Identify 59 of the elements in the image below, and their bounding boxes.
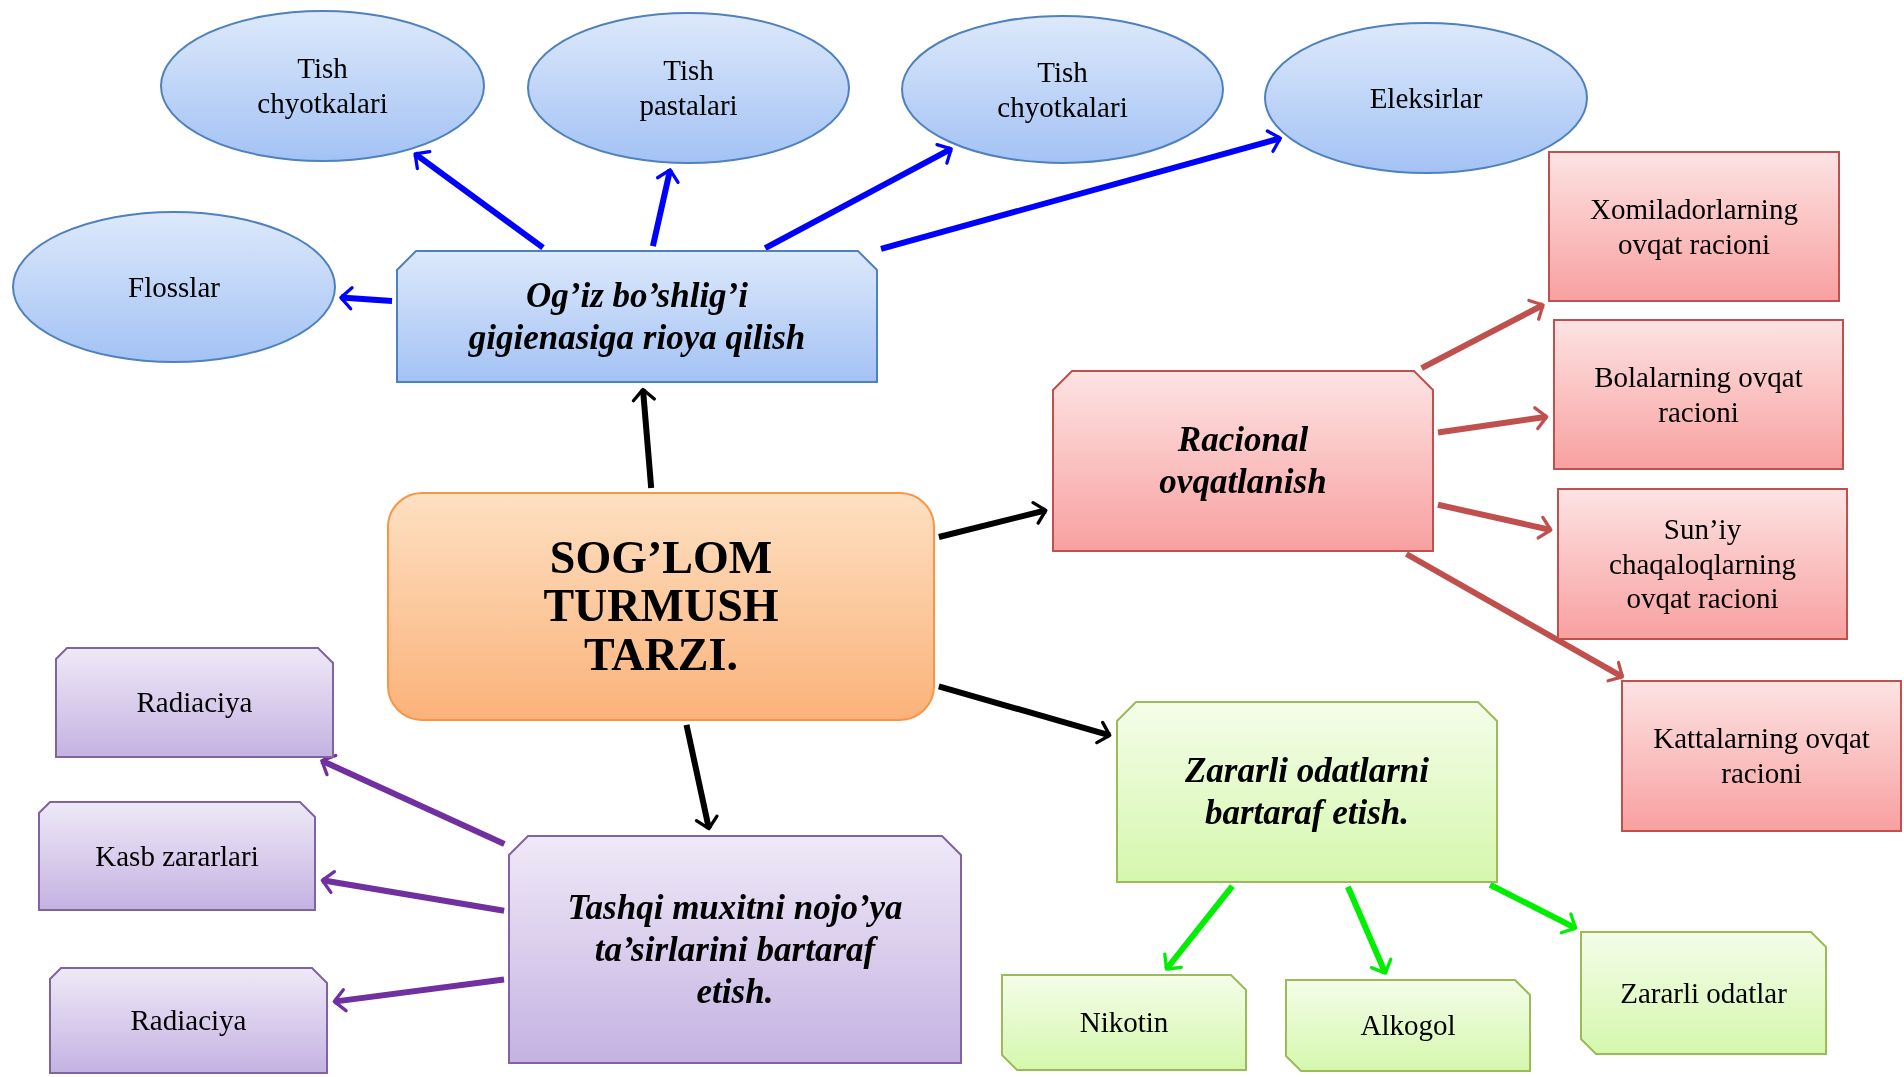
item-ellipse [1264, 22, 1588, 174]
node-label: Alkogol [1360, 1008, 1456, 1043]
item-ellipse [160, 10, 485, 162]
arrow [1404, 551, 1625, 683]
node-label: Xomiladorlarning ovqat racioni [1589, 191, 1799, 262]
node-label: Bolalarning ovqat racioni [1593, 359, 1804, 430]
arrow [1488, 882, 1578, 935]
item-box [49, 967, 328, 1074]
arrow [938, 501, 1048, 540]
category-box [1116, 701, 1498, 883]
node-label: Radiaciya [130, 1003, 247, 1038]
arrow [1163, 884, 1235, 971]
main-topic-text: SOG’LOM TURMUSH TARZI. [542, 534, 780, 679]
node-label: Kattalarning ovqat racioni [1652, 721, 1871, 791]
node-label: Sun’iy chaqaloqlarning ovqat racioni [1608, 511, 1797, 617]
arrow [1437, 406, 1549, 436]
node-label: Tish chyotkalari [256, 51, 389, 121]
arrow [332, 976, 505, 1013]
node-label: Nikotin [1079, 1005, 1169, 1040]
arrow [937, 683, 1112, 745]
node-label: Og’iz bo’shlig’i gigienasiga rioya qilish [467, 274, 807, 359]
arrow [1420, 298, 1545, 371]
item-box [1548, 151, 1840, 302]
arrow [1345, 885, 1393, 975]
item-box [1285, 979, 1531, 1072]
item-box [1001, 974, 1247, 1071]
node-label: Radiaciya [136, 685, 253, 720]
node-label: Tish pastalari [638, 53, 739, 123]
node-label: Tish chyotkalari [996, 54, 1129, 125]
node-label: Flosslar [128, 269, 220, 305]
item-box [38, 801, 316, 911]
category-box [508, 835, 962, 1064]
arrow [880, 129, 1282, 252]
arrow [413, 150, 545, 250]
node-label: Racional ovqatlanish [1158, 419, 1328, 503]
arrow [320, 870, 505, 914]
arrow [649, 168, 680, 247]
arrow [1437, 501, 1553, 540]
topic-box [387, 492, 935, 721]
arrow [339, 286, 393, 311]
item-box [1553, 319, 1844, 470]
arrow [631, 387, 656, 489]
item-ellipse [12, 211, 336, 363]
item-box [55, 647, 334, 758]
arrow [763, 142, 953, 251]
item-box [1580, 931, 1827, 1055]
item-box [1557, 488, 1848, 640]
item-ellipse [901, 15, 1224, 164]
category-box [1052, 370, 1434, 552]
arrow [320, 753, 506, 847]
arrow [683, 724, 719, 831]
item-box [1621, 680, 1902, 832]
node-label: Tashqi muxitni nojo’ya ta’sirlarini bartaraf etish. [566, 886, 904, 1013]
category-box [396, 250, 878, 383]
node-label: Zararli odatlar [1620, 975, 1787, 1011]
node-label: Zararli odatlarni bartaraf etish. [1183, 750, 1431, 834]
node-label: Kasb zararlari [95, 838, 259, 874]
item-ellipse [527, 12, 850, 164]
node-label: Eleksirlar [1369, 80, 1483, 116]
